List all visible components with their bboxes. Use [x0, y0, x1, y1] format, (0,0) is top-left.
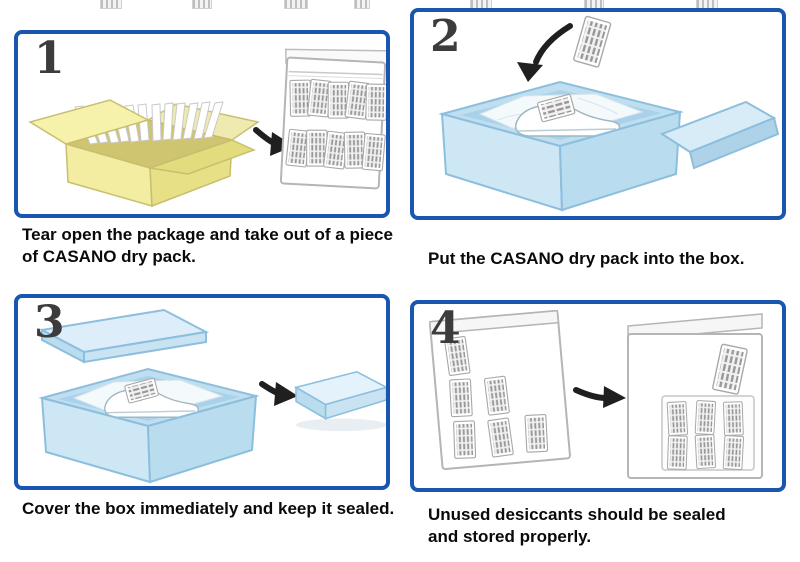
arrow-right-icon [259, 381, 298, 406]
opened-bag-icon [428, 309, 571, 471]
step-3-illustration [38, 308, 386, 484]
cropped-sachet-artifact [284, 0, 308, 9]
carton-icon [28, 99, 260, 208]
step-3-number: 3 [34, 297, 65, 348]
step-1-illustration [28, 48, 386, 208]
dry-pack-icon [572, 15, 612, 69]
shoe-box-open-icon [438, 80, 684, 212]
step-1-caption: Tear open the package and take out of a … [22, 225, 393, 267]
step-panel-3: 3 [14, 294, 390, 490]
step-4-illustration [428, 309, 763, 479]
shoe-box-closed-icon [293, 370, 386, 432]
arrow-right-icon [573, 386, 626, 408]
step-4-number: 4 [430, 303, 461, 354]
box-lid-hover-icon [38, 308, 210, 364]
step-panel-4: 4 [410, 300, 786, 492]
step-panel-2: 2 [410, 8, 786, 220]
box-lid-icon [659, 100, 780, 170]
step-3-caption: Cover the box immediately and keep it se… [22, 499, 395, 518]
step-4-caption: Unused desiccants should be sealed and s… [428, 505, 726, 547]
dry-pack-bag-icon [279, 48, 386, 190]
arrow-down-icon [517, 23, 573, 82]
cropped-sachet-artifact [100, 0, 122, 9]
step-2-number: 2 [430, 11, 461, 62]
step-1-number: 1 [34, 33, 65, 84]
sealed-bag-icon [627, 313, 763, 479]
step-2-caption: Put the CASANO dry pack into the box. [428, 249, 745, 268]
cropped-sachet-artifact [192, 0, 212, 9]
cropped-sachet-artifact [354, 0, 370, 9]
step-panel-1: 1 [14, 30, 390, 218]
shoe-box-open-icon [38, 367, 260, 484]
step-2-illustration [438, 15, 780, 212]
